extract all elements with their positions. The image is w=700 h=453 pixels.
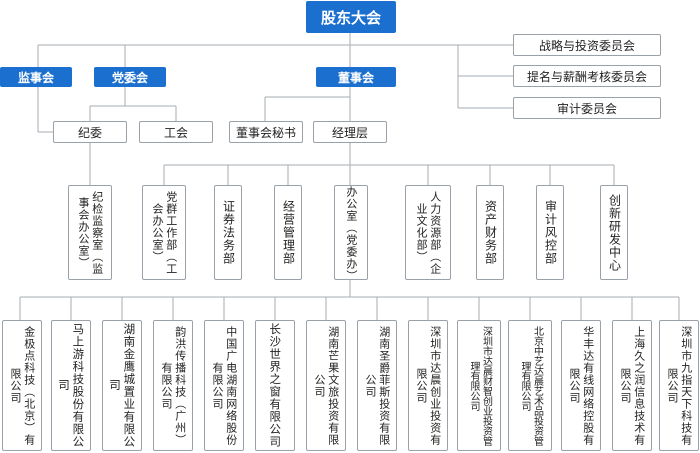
department-node: 纪检监察室（监事会办公室） xyxy=(68,185,112,280)
company-node: 中国广电湖南网络股份有限公司 xyxy=(204,320,244,451)
labor-union-node: 工会 xyxy=(139,121,213,143)
company-node: 华丰达有线网络控股有限公司 xyxy=(561,320,601,451)
company-node: 湖南芒果文旅投资有限公司 xyxy=(306,320,346,451)
department-node: 证券法务部 xyxy=(214,185,242,280)
company-node: 湖南金鹰城置业有限公司 xyxy=(102,320,142,451)
committee-strategy-node: 战略与投资委员会 xyxy=(513,34,661,56)
department-node: 人力资源部（企业文化部） xyxy=(405,185,451,280)
company-node: 深圳市达晨财智创业投资管理有限公司 xyxy=(457,320,501,451)
department-node: 资产财务部 xyxy=(476,185,504,280)
company-node: 金极点科技（北京）有限公司 xyxy=(2,320,42,451)
company-node: 上海久之润信息技术有限公司 xyxy=(612,320,652,451)
department-node: 经营管理部 xyxy=(274,185,302,280)
department-node: 办公室（党委办） xyxy=(334,185,368,282)
company-node: 深圳市九指天下科技有限公司 xyxy=(659,320,699,451)
discipline-committee-node: 纪委 xyxy=(53,121,127,143)
company-node: 长沙世界之窗有限公司 xyxy=(255,320,295,451)
party-committee-node: 党委会 xyxy=(94,67,166,87)
committee-audit-node: 审计委员会 xyxy=(513,97,661,119)
company-node: 韵洪传播科技（广州）有限公司 xyxy=(153,320,193,451)
supervisory-board-node: 监事会 xyxy=(0,67,72,87)
board-secretary-node: 董事会秘书 xyxy=(229,121,303,143)
company-node: 深圳市达晨创业投资有限公司 xyxy=(408,320,448,451)
board-of-directors-node: 董事会 xyxy=(316,67,396,87)
department-node: 党群工作部（工会办公室） xyxy=(142,185,186,280)
company-node: 北京中艺达晨艺术品投资管理有限公司 xyxy=(508,320,552,451)
company-node: 马上游科技股份有限公司 xyxy=(51,320,91,451)
department-node: 创新研发中心 xyxy=(600,185,628,280)
shareholders-meeting-node: 股东大会 xyxy=(306,1,396,33)
company-node: 湖南圣爵菲斯投资有限公司 xyxy=(357,320,397,451)
management-node: 经理层 xyxy=(313,121,387,143)
committee-nomination-node: 提名与薪酬考核委员会 xyxy=(513,65,661,87)
department-node: 审计风控部 xyxy=(536,185,564,280)
